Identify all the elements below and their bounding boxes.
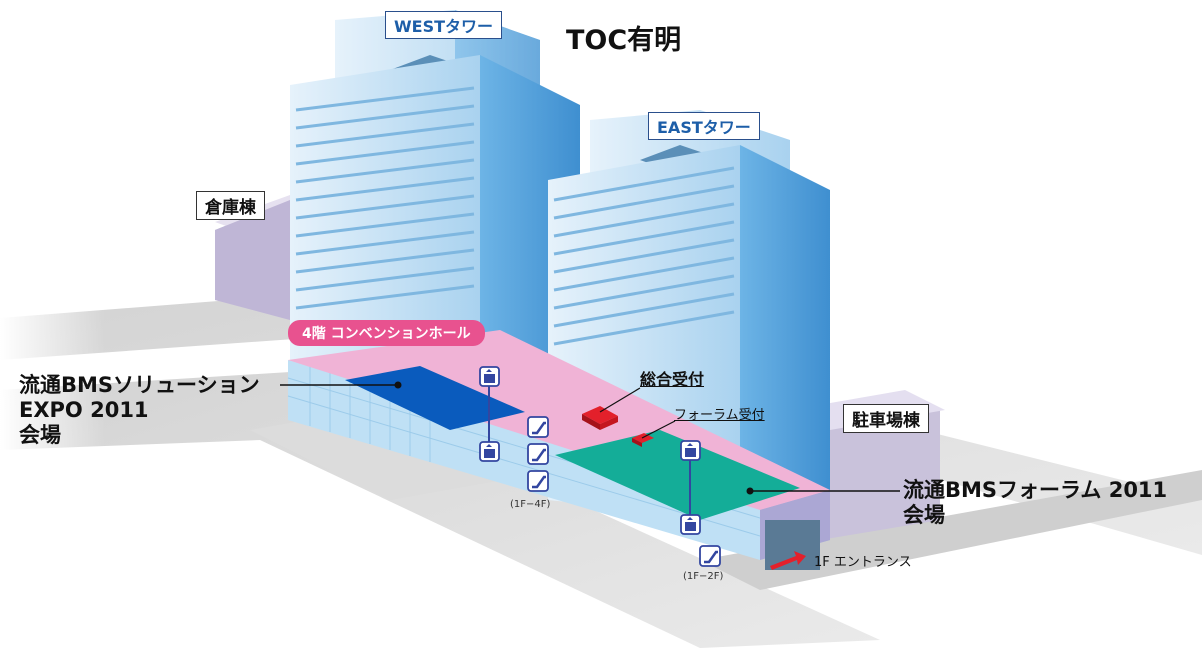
escalator-range-right: (1F−2F) [683,571,724,582]
entrance-label: 1F エントランス [814,555,912,570]
elevator-icon [479,441,500,462]
parking-label: 駐車場棟 [843,404,929,433]
elevator-icon [479,366,500,387]
forum-reception-label: フォーラム受付 [674,408,765,423]
escalator-icon [699,545,721,567]
floor-banner: 4階 コンベンションホール [288,320,485,346]
forum-venue-line2: 会場 [903,503,945,527]
escalator-range-left: (1F−4F) [510,499,551,510]
expo-area[interactable] [345,366,525,430]
expo-venue-line2: EXPO 2011 [19,398,149,422]
elevator-icon [680,514,701,535]
entrance-arrow-icon [770,551,806,570]
forum-area[interactable] [555,430,800,520]
escalator-icon [527,470,549,492]
expo-venue-line1: 流通BMSソリューション [19,373,260,397]
entrance-door [765,520,820,570]
escalator-icon [527,416,549,438]
elevator-icon [680,440,701,461]
forum-venue-line1: 流通BMSフォーラム 2011 [903,478,1168,502]
west-tower-label: WESTタワー [385,11,503,39]
main-reception-label: 総合受付 [640,370,705,389]
forum-venue-label: 流通BMSフォーラム 2011 会場 [903,478,1167,528]
main-reception-desk[interactable] [582,406,618,430]
expo-venue-label: 流通BMSソリューション EXPO 2011 会場 [19,373,260,448]
page-title: TOC有明 [566,25,682,56]
warehouse-label: 倉庫棟 [196,191,265,220]
escalator-icon [527,443,549,465]
expo-venue-line3: 会場 [19,423,61,447]
east-tower-label: EASTタワー [648,112,760,140]
